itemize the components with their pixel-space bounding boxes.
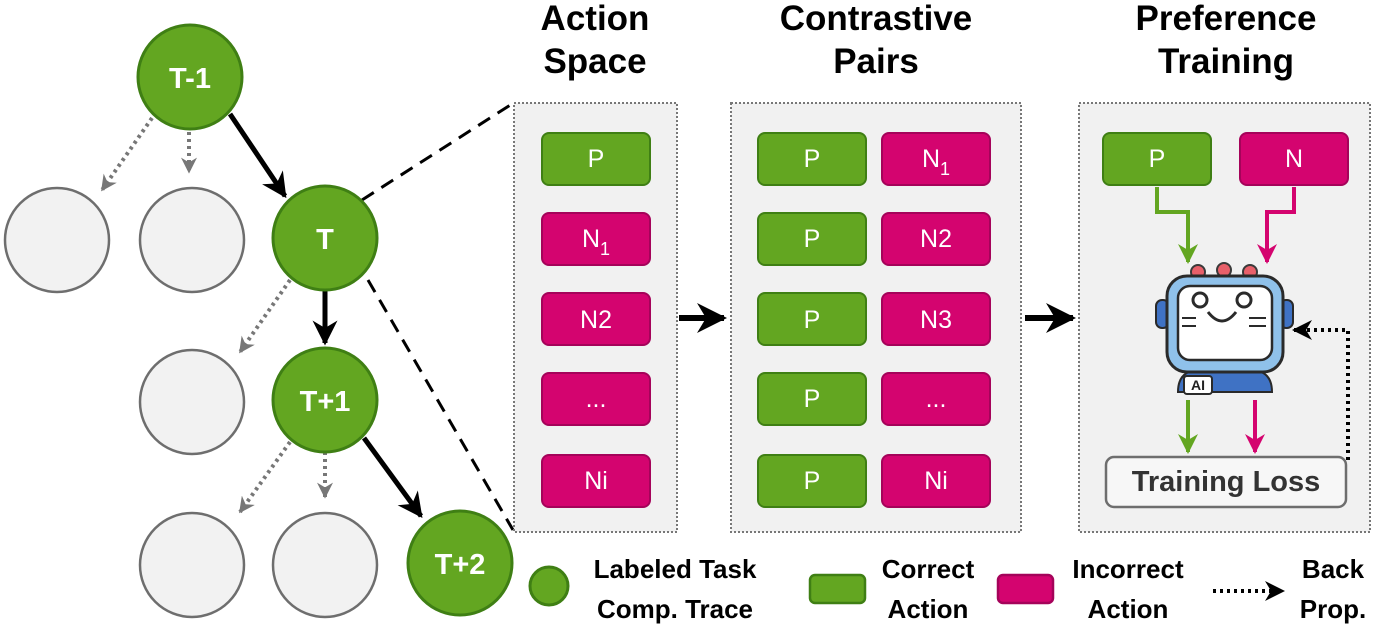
pair-negative-box xyxy=(881,292,991,346)
action-space-items: P N1 N2 ... Ni xyxy=(541,132,651,508)
pair-positive-label: P xyxy=(804,467,821,495)
tree-edges xyxy=(100,112,424,519)
legend-trace-label-line1: Labeled Task xyxy=(594,554,757,584)
action-label: N2 xyxy=(580,306,612,334)
empty-node xyxy=(138,186,246,294)
action-incorrect-box xyxy=(541,292,651,346)
training-negative-box xyxy=(1239,132,1349,186)
legend-incorrect-label-line2: Action xyxy=(1088,594,1169,624)
legend-incorrect-label-line1: Incorrect xyxy=(1072,554,1184,584)
training-positive-label: P xyxy=(1149,145,1166,173)
pair-negative-box xyxy=(881,454,991,508)
action-correct-box xyxy=(541,132,651,186)
action-label: Ni xyxy=(584,467,608,495)
trace-node-label: T+2 xyxy=(435,549,486,581)
empty-node xyxy=(271,511,379,619)
contrastive-pair-rows: P N1 P N2 P N3 P ... P Ni xyxy=(757,132,991,508)
action-incorrect-box xyxy=(541,372,651,426)
legend-incorrect-swatch xyxy=(996,573,1055,605)
legend-correct-swatch xyxy=(808,573,867,605)
trace-node-label: T+1 xyxy=(300,386,351,418)
legend-correct-label-line2: Action xyxy=(888,594,969,624)
training-loss-label: Training Loss xyxy=(1132,466,1321,498)
empty-node xyxy=(3,186,111,294)
training-positive-box xyxy=(1102,132,1212,186)
trace-node-t-minus-1 xyxy=(136,23,244,131)
empty-node xyxy=(138,511,246,619)
empty-node xyxy=(138,348,246,456)
action-label: N1 xyxy=(582,225,610,259)
training-negative-label: N xyxy=(1285,145,1303,173)
legend-trace-label-line2: Comp. Trace xyxy=(597,594,753,624)
pair-positive-box xyxy=(757,132,867,186)
pair-positive-box xyxy=(757,372,867,426)
pair-negative-label: N3 xyxy=(920,306,952,334)
trace-node-label: T xyxy=(316,224,334,256)
tree-nodes: T-1 T T+1 T+2 xyxy=(3,23,514,619)
heading-contrastive-pairs-line2: Pairs xyxy=(833,42,919,81)
section-headings: Action Space Contrastive Pairs Preferenc… xyxy=(541,0,1317,81)
heading-preference-training-line1: Preference xyxy=(1136,0,1317,38)
pair-positive-label: P xyxy=(804,306,821,334)
heading-action-space-line1: Action xyxy=(541,0,650,38)
preference-training-content: P N AI Tra xyxy=(1102,132,1350,509)
pair-negative-box xyxy=(881,132,991,186)
heading-preference-training-line2: Training xyxy=(1158,42,1294,81)
action-label: P xyxy=(588,145,605,173)
training-loss-box xyxy=(1104,455,1348,509)
trace-node-t-plus-1 xyxy=(271,346,379,454)
pair-positive-box xyxy=(757,292,867,346)
action-label: ... xyxy=(586,385,607,413)
trace-node-t xyxy=(271,184,379,292)
legend-trace-swatch xyxy=(528,565,570,607)
edge-dotted xyxy=(238,440,292,514)
legend-backprop-label-line1: Back xyxy=(1302,554,1365,584)
robot-badge-label: AI xyxy=(1191,377,1205,393)
pair-negative-label: Ni xyxy=(924,467,948,495)
edge-solid xyxy=(227,112,288,199)
pair-positive-label: P xyxy=(804,385,821,413)
zoom-lines xyxy=(361,100,516,531)
pair-negative-label: ... xyxy=(926,385,947,413)
positive-flow-arrow xyxy=(1155,187,1198,264)
pair-negative-box xyxy=(881,372,991,426)
pair-negative-label: N1 xyxy=(922,145,950,179)
pair-negative-label: N2 xyxy=(920,225,952,253)
pair-positive-box xyxy=(757,212,867,266)
negative-flow-arrow xyxy=(1257,187,1296,264)
edge-dotted xyxy=(100,116,154,192)
pair-positive-box xyxy=(757,454,867,508)
legend-correct-label-line1: Correct xyxy=(882,554,975,584)
edge-solid xyxy=(361,436,424,519)
pair-negative-box xyxy=(881,212,991,266)
heading-contrastive-pairs-line1: Contrastive xyxy=(780,0,973,38)
legend: Labeled Task Comp. Trace Correct Action … xyxy=(528,554,1366,624)
pair-positive-label: P xyxy=(804,225,821,253)
action-incorrect-box xyxy=(541,212,651,266)
heading-action-space-line2: Space xyxy=(543,42,646,81)
robot-ai-icon: AI xyxy=(1155,262,1294,395)
legend-backprop-label-line2: Prop. xyxy=(1300,594,1366,624)
backprop-arrow xyxy=(1292,320,1350,460)
edge-dotted xyxy=(238,278,292,354)
trace-node-label: T-1 xyxy=(169,63,211,95)
pair-positive-label: P xyxy=(804,145,821,173)
action-incorrect-box xyxy=(541,454,651,508)
trace-node-t-plus-2 xyxy=(406,509,514,617)
